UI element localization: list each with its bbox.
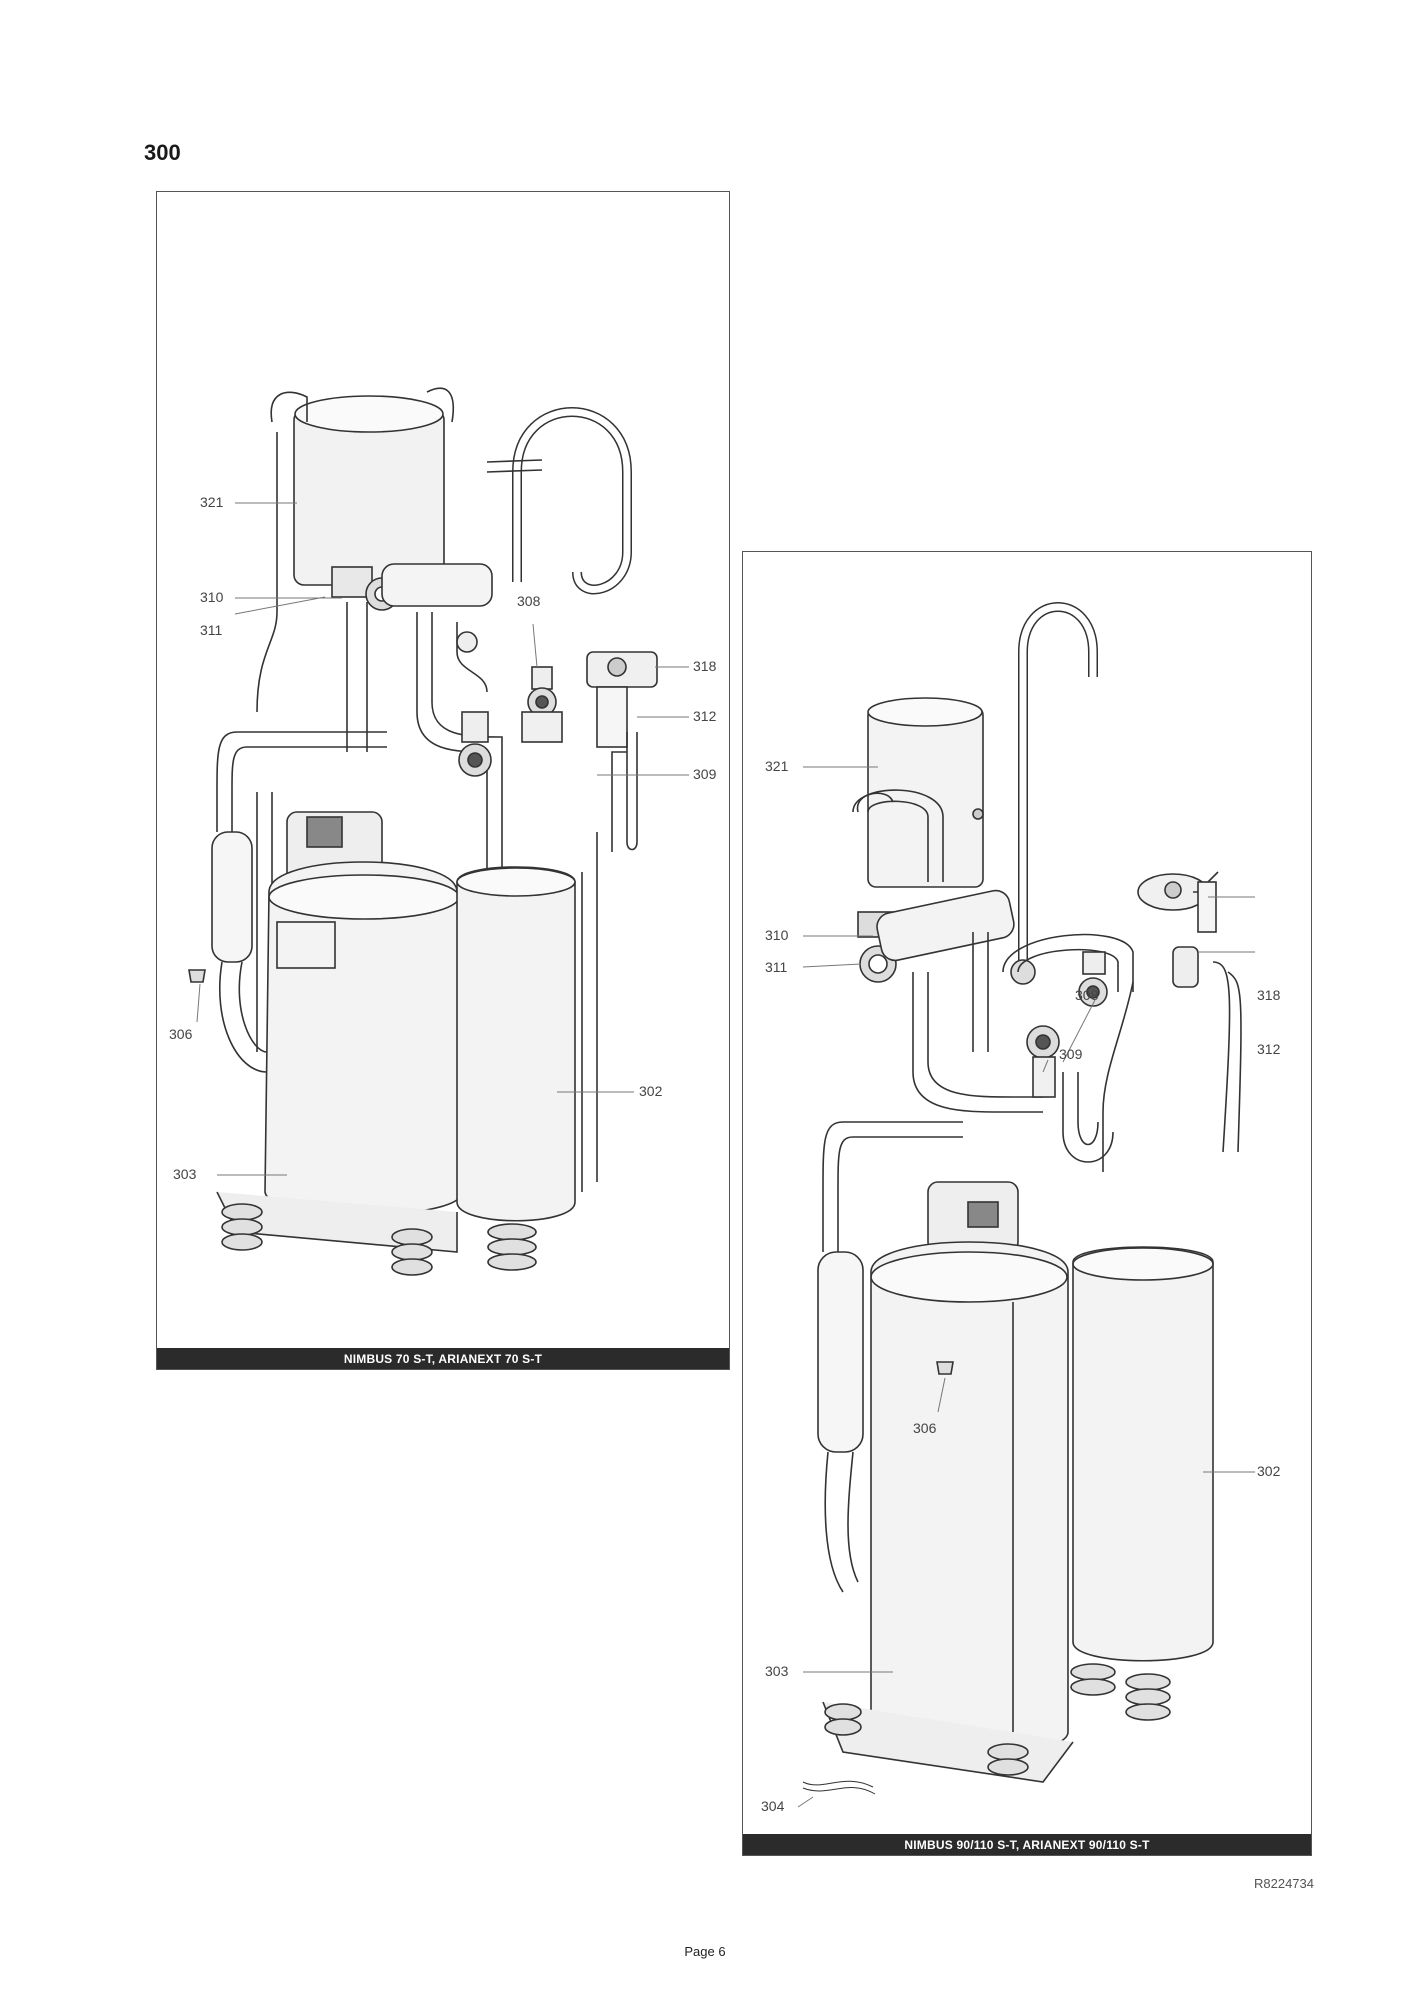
drawing-reference-code: R8224734 — [1254, 1876, 1314, 1891]
callout-321: 321 — [200, 494, 224, 510]
page-number: Page 6 — [684, 1944, 726, 1959]
callout-312: 312 — [693, 708, 717, 724]
callout-311: 311 — [765, 959, 788, 975]
compressor-assembly-drawing-90-110 — [797, 602, 1255, 1808]
exploded-view-panel-70: 321 310 311 308 318 312 309 306 302 303 … — [156, 191, 730, 1370]
callout-310: 310 — [765, 927, 789, 943]
exploded-view-panel-90-110: 321 310 311 308 318 309 312 306 302 303 … — [742, 551, 1312, 1856]
model-caption-70: NIMBUS 70 S-T, ARIANEXT 70 S-T — [157, 1348, 729, 1369]
callout-321: 321 — [765, 758, 789, 774]
callout-318: 318 — [1257, 987, 1281, 1003]
callout-303: 303 — [173, 1166, 197, 1182]
callout-306: 306 — [913, 1420, 937, 1436]
callout-318: 318 — [693, 658, 717, 674]
callout-310: 310 — [200, 589, 224, 605]
model-caption-90-110: NIMBUS 90/110 S-T, ARIANEXT 90/110 S-T — [743, 1834, 1311, 1855]
callout-302: 302 — [639, 1083, 663, 1099]
callout-308: 308 — [1075, 987, 1099, 1003]
callout-309: 309 — [1059, 1046, 1083, 1062]
section-number: 300 — [144, 140, 181, 165]
callout-311: 311 — [200, 622, 223, 638]
callout-308: 308 — [517, 593, 541, 609]
callout-302: 302 — [1257, 1463, 1281, 1479]
compressor-assembly-drawing-70 — [188, 387, 689, 1276]
callout-303: 303 — [765, 1663, 789, 1679]
callout-304: 304 — [761, 1798, 785, 1814]
callout-306: 306 — [169, 1026, 193, 1042]
callout-312: 312 — [1257, 1041, 1281, 1057]
callout-309: 309 — [693, 766, 717, 782]
